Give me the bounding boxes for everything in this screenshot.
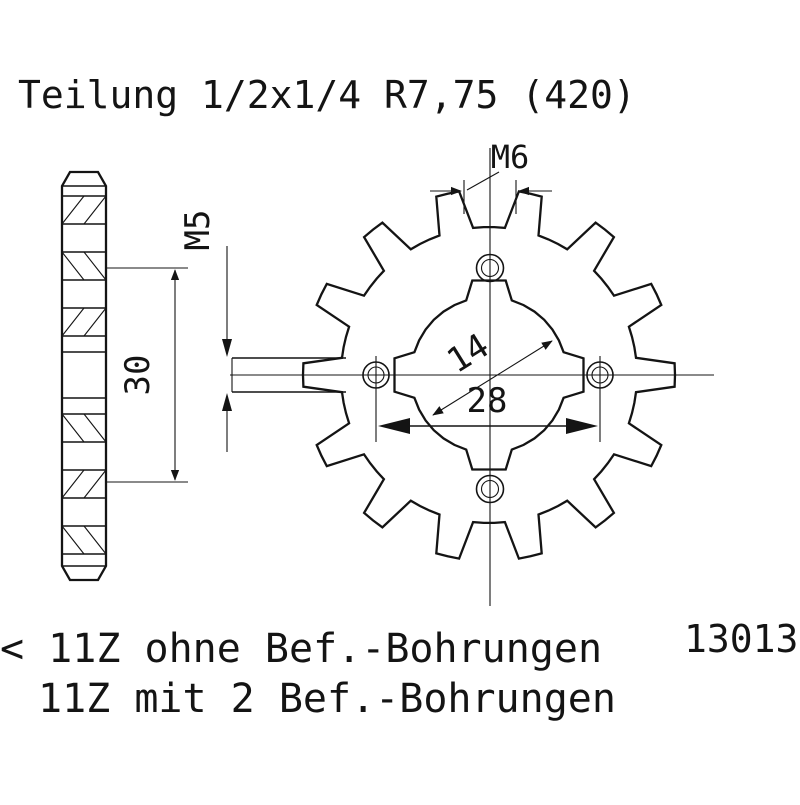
dimension-28: 28: [375, 356, 601, 442]
arrow-up-icon: [222, 393, 232, 411]
arrow-down-icon: [222, 339, 232, 357]
dimension-label-14: 14: [440, 326, 496, 382]
callout-m5: M5: [178, 210, 232, 452]
front-view: [230, 148, 714, 606]
dimension-line: [432, 340, 553, 416]
bolt-hole-bottom: [475, 474, 505, 504]
label-m6: M6: [491, 138, 530, 176]
hatch-line: [61, 525, 85, 555]
label-m5: M5: [178, 210, 218, 251]
arrow-right-icon: [566, 418, 598, 434]
hatch-line: [61, 195, 85, 225]
hatch-line: [83, 525, 107, 555]
hatch-line: [61, 413, 85, 443]
leader-line: [466, 171, 500, 191]
title-text: Teilung 1/2x1/4 R7,75 (420): [18, 73, 636, 117]
hatch-line: [61, 469, 85, 499]
part-number: 13013: [684, 617, 798, 661]
dimension-30: 30: [106, 267, 188, 483]
hatch-line: [83, 469, 107, 499]
hatch-line: [83, 195, 107, 225]
footer-notes: < 11Z ohne Bef.-Bohrungen 13013 11Z mit …: [0, 617, 798, 722]
hub-spline-bore: [393, 279, 585, 471]
hatch-line: [83, 251, 107, 281]
bolt-hole-top: [475, 253, 505, 283]
hatch-line: [83, 413, 107, 443]
sprocket-outline: [301, 190, 677, 560]
callout-m6: M6: [430, 138, 552, 214]
side-view: [60, 170, 108, 582]
side-view-outline: [60, 170, 108, 582]
hatch-line: [61, 307, 85, 337]
note-line-2: 11Z mit 2 Bef.-Bohrungen: [38, 676, 616, 722]
dimension-label-30: 30: [118, 355, 158, 396]
hatch-line: [61, 251, 85, 281]
note-line-1: < 11Z ohne Bef.-Bohrungen: [0, 626, 602, 672]
hatch-line: [83, 307, 107, 337]
arrow-left-icon: [378, 418, 410, 434]
dimension-label-28: 28: [467, 381, 508, 421]
